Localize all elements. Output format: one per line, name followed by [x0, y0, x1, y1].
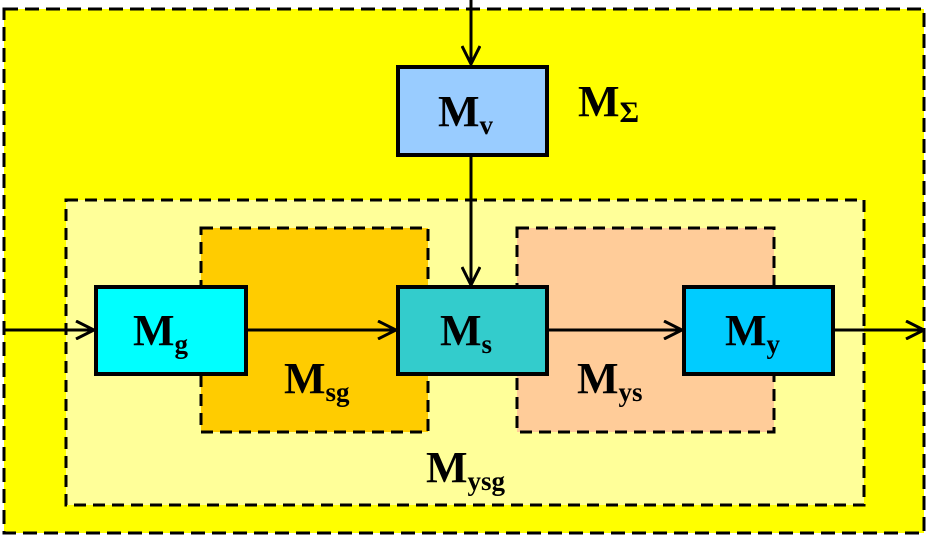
label-block-g: Mg [133, 306, 188, 358]
block-y [682, 285, 835, 376]
label-region-ysg: Mysg [426, 443, 505, 495]
label-region-ys-sub: ys [618, 377, 643, 407]
label-region-sg: Msg [284, 354, 350, 406]
label-region-ysg-main: M [426, 443, 468, 492]
block-g [94, 285, 248, 376]
label-region-ys: Mys [577, 354, 643, 406]
label-block-s-sub: s [481, 329, 493, 359]
block-v [396, 65, 549, 157]
label-block-s-main: M [440, 306, 482, 355]
label-block-v-sub: v [479, 110, 494, 140]
label-outer-sub: Σ [619, 96, 640, 129]
label-block-y: My [725, 306, 780, 358]
label-region-sg-main: M [284, 354, 326, 403]
label-block-y-sub: y [766, 329, 781, 359]
block-s [396, 285, 549, 376]
label-region-sg-sub: sg [325, 377, 350, 407]
label-outer: MΣ [578, 77, 639, 128]
label-outer-main: M [578, 77, 620, 126]
label-block-v: Mv [438, 87, 493, 139]
label-block-g-main: M [133, 306, 175, 355]
label-region-ysg-sub: ysg [467, 466, 506, 496]
label-block-g-sub: g [174, 329, 189, 359]
label-block-s: Ms [440, 306, 492, 358]
label-region-ys-main: M [577, 354, 619, 403]
label-block-v-main: M [438, 87, 480, 136]
label-block-y-main: M [725, 306, 767, 355]
